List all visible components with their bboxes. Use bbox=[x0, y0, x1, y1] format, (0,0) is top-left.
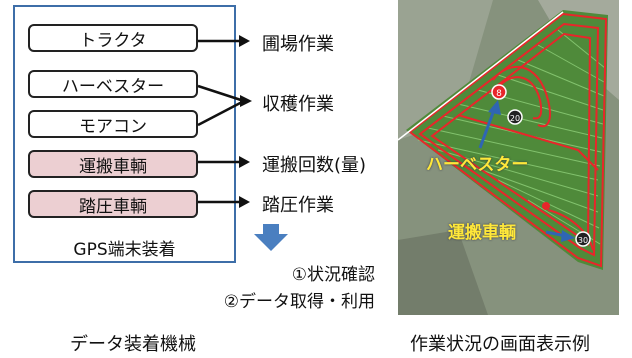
down-arrow-icon bbox=[254, 224, 288, 251]
machine-harvester: ハーベスター bbox=[28, 70, 198, 98]
work-field: 圃場作業 bbox=[262, 34, 334, 55]
work-transport-count: 運搬回数(量) bbox=[262, 155, 367, 176]
steps-list: ①状況確認 ②データ取得・利用 bbox=[215, 262, 375, 316]
vehicle-marker-icon bbox=[507, 109, 523, 125]
gps-equipment-panel: トラクタ ハーベスター モアコン 運搬車輌 踏圧車輌 GPS端末装着 bbox=[13, 5, 236, 263]
work-harvest: 収穫作業 bbox=[262, 94, 334, 115]
step-2: ②データ取得・利用 bbox=[223, 292, 375, 312]
machine-label: トラクタ bbox=[79, 30, 147, 51]
transport-map-label: 運搬車輌 bbox=[448, 223, 516, 243]
work-compaction: 踏圧作業 bbox=[262, 195, 334, 216]
machine-transport-vehicle: 運搬車輌 bbox=[28, 150, 198, 178]
transport-marker-icon bbox=[575, 231, 591, 247]
harvester-marker-icon bbox=[491, 84, 507, 100]
gps-label: GPS端末装着 bbox=[73, 240, 176, 260]
marker-label: 8 bbox=[496, 89, 502, 99]
marker-label: 30 bbox=[578, 236, 588, 245]
machine-compaction-vehicle: 踏圧車輌 bbox=[28, 190, 198, 218]
vehicle-tracks bbox=[408, 12, 608, 268]
field-map-screen: 8 20 30 ハーベスター 運搬車輌 bbox=[398, 0, 619, 315]
caption-left: データ装着機械 bbox=[70, 334, 196, 355]
field-map: 8 20 30 bbox=[398, 0, 619, 315]
arrow-harvester bbox=[197, 84, 245, 103]
pin-icon bbox=[542, 202, 550, 210]
machine-label: 運搬車輌 bbox=[79, 156, 147, 177]
step-1: ①状況確認 bbox=[291, 265, 375, 285]
arrowhead-icon bbox=[240, 95, 252, 107]
machine-tractor: トラクタ bbox=[28, 24, 198, 52]
arrow-mower bbox=[197, 99, 245, 127]
field-area bbox=[406, 10, 608, 270]
pointer-arrow-harvester bbox=[478, 109, 496, 149]
machine-mower-conditioner: モアコン bbox=[28, 110, 198, 138]
harvester-map-label: ハーベスター bbox=[426, 155, 529, 175]
arrowhead-icon bbox=[239, 35, 250, 47]
marker-label: 20 bbox=[510, 114, 520, 123]
arrowhead-icon bbox=[239, 196, 250, 208]
machine-label: 踏圧車輌 bbox=[79, 196, 147, 217]
caption-right: 作業状況の画面表示例 bbox=[410, 334, 590, 355]
machine-label: ハーベスター bbox=[61, 76, 165, 97]
arrowhead-icon bbox=[239, 156, 250, 168]
machine-label: モアコン bbox=[79, 116, 147, 137]
